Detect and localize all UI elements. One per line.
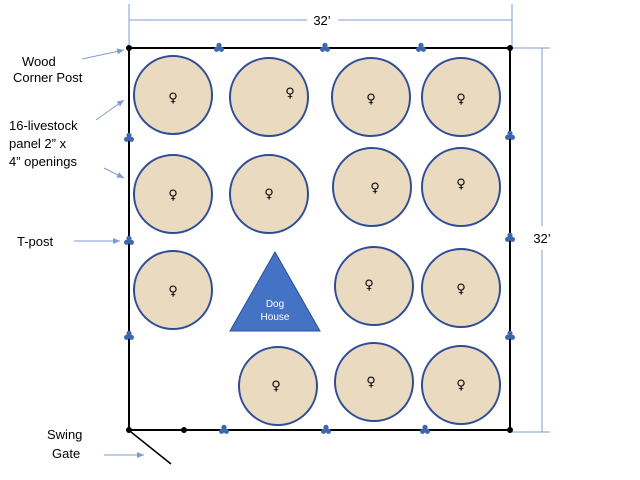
width-dimension-label: 32’ <box>313 13 330 28</box>
height-dimension-label: 32’ <box>533 231 550 246</box>
dog-house: Dog House <box>229 250 321 332</box>
female-symbol-icon: ♀ <box>168 188 178 203</box>
wood-corner-post-dot-icon <box>507 427 513 433</box>
swing-gate-line <box>130 431 172 465</box>
planting-circle <box>133 55 213 135</box>
wood-corner-post-dot-icon <box>126 45 132 51</box>
planting-circle <box>421 248 501 328</box>
female-symbol-icon: ♀ <box>456 92 466 107</box>
arrow-icon <box>95 99 125 121</box>
planting-circle <box>421 57 501 137</box>
female-symbol-icon: ♀ <box>456 378 466 393</box>
female-symbol-icon: ♀ <box>456 177 466 192</box>
planting-circle <box>331 57 411 137</box>
planting-circle <box>334 342 414 422</box>
livestock-panel-label-line2: panel 2” x <box>9 136 67 151</box>
label-swing-gate: Swing Gate <box>47 427 144 461</box>
dog-house-label-line1: Dog <box>266 299 284 310</box>
dog-house-label-line2: House <box>261 312 290 323</box>
female-symbol-icon: ♀ <box>456 282 466 297</box>
female-symbol-icon: ♀ <box>370 181 380 196</box>
t-post-clover-icon <box>416 42 426 52</box>
width-dimension: 32’ <box>128 4 513 46</box>
arrow-icon <box>103 167 125 179</box>
gate-post-dot-icon <box>181 427 187 433</box>
female-symbol-icon: ♀ <box>366 92 376 107</box>
dog-house-triangle <box>229 250 321 332</box>
planting-circle <box>421 147 501 227</box>
swing-gate-label-line2: Gate <box>52 446 80 461</box>
wood-corner-post-dot-icon <box>126 427 132 433</box>
wood-posts <box>126 45 513 433</box>
female-symbol-icon: ♀ <box>285 86 295 101</box>
female-symbol-icon: ♀ <box>168 284 178 299</box>
t-post-clover-icon <box>321 424 331 434</box>
female-symbol-icon: ♀ <box>168 91 178 106</box>
t-post-clover-icon <box>214 42 224 52</box>
planting-circle <box>238 346 318 426</box>
female-symbol-icon: ♀ <box>271 379 281 394</box>
planting-circle <box>133 250 213 330</box>
planting-circle <box>334 246 414 326</box>
t-post-clover-icon <box>420 424 430 434</box>
wood-corner-post-label-line1: Wood <box>22 54 56 69</box>
wood-corner-post-dot-icon <box>507 45 513 51</box>
t-post-clover-icon <box>219 424 229 434</box>
livestock-panel-label-line1: 16-livestock <box>9 118 78 133</box>
label-t-post: T-post <box>17 234 120 249</box>
arrow-icon <box>81 48 125 60</box>
planting-circle <box>229 154 309 234</box>
planting-circles <box>133 55 501 426</box>
plant-symbols: ♀ ♀ ♀ ♀ ♀ ♀ ♀ ♀ ♀ ♀ ♀ ♀ ♀ ♀ <box>168 86 466 394</box>
livestock-panel-label-line3: 4” openings <box>9 154 77 169</box>
planting-circle <box>421 345 501 425</box>
planting-circle <box>332 147 412 227</box>
planting-circle <box>133 154 213 234</box>
t-post-clover-icon <box>320 42 330 52</box>
female-symbol-icon: ♀ <box>366 375 376 390</box>
height-dimension: 32’ <box>510 47 551 433</box>
female-symbol-icon: ♀ <box>364 278 374 293</box>
female-symbol-icon: ♀ <box>264 187 274 202</box>
wood-corner-post-label-line2: Corner Post <box>13 70 83 85</box>
planting-circle <box>229 57 309 137</box>
label-wood-corner-post: Wood Corner Post <box>13 48 125 85</box>
t-post-label: T-post <box>17 234 54 249</box>
label-livestock-panel: 16-livestock panel 2” x 4” openings <box>9 99 125 179</box>
swing-gate-label-line1: Swing <box>47 427 82 442</box>
